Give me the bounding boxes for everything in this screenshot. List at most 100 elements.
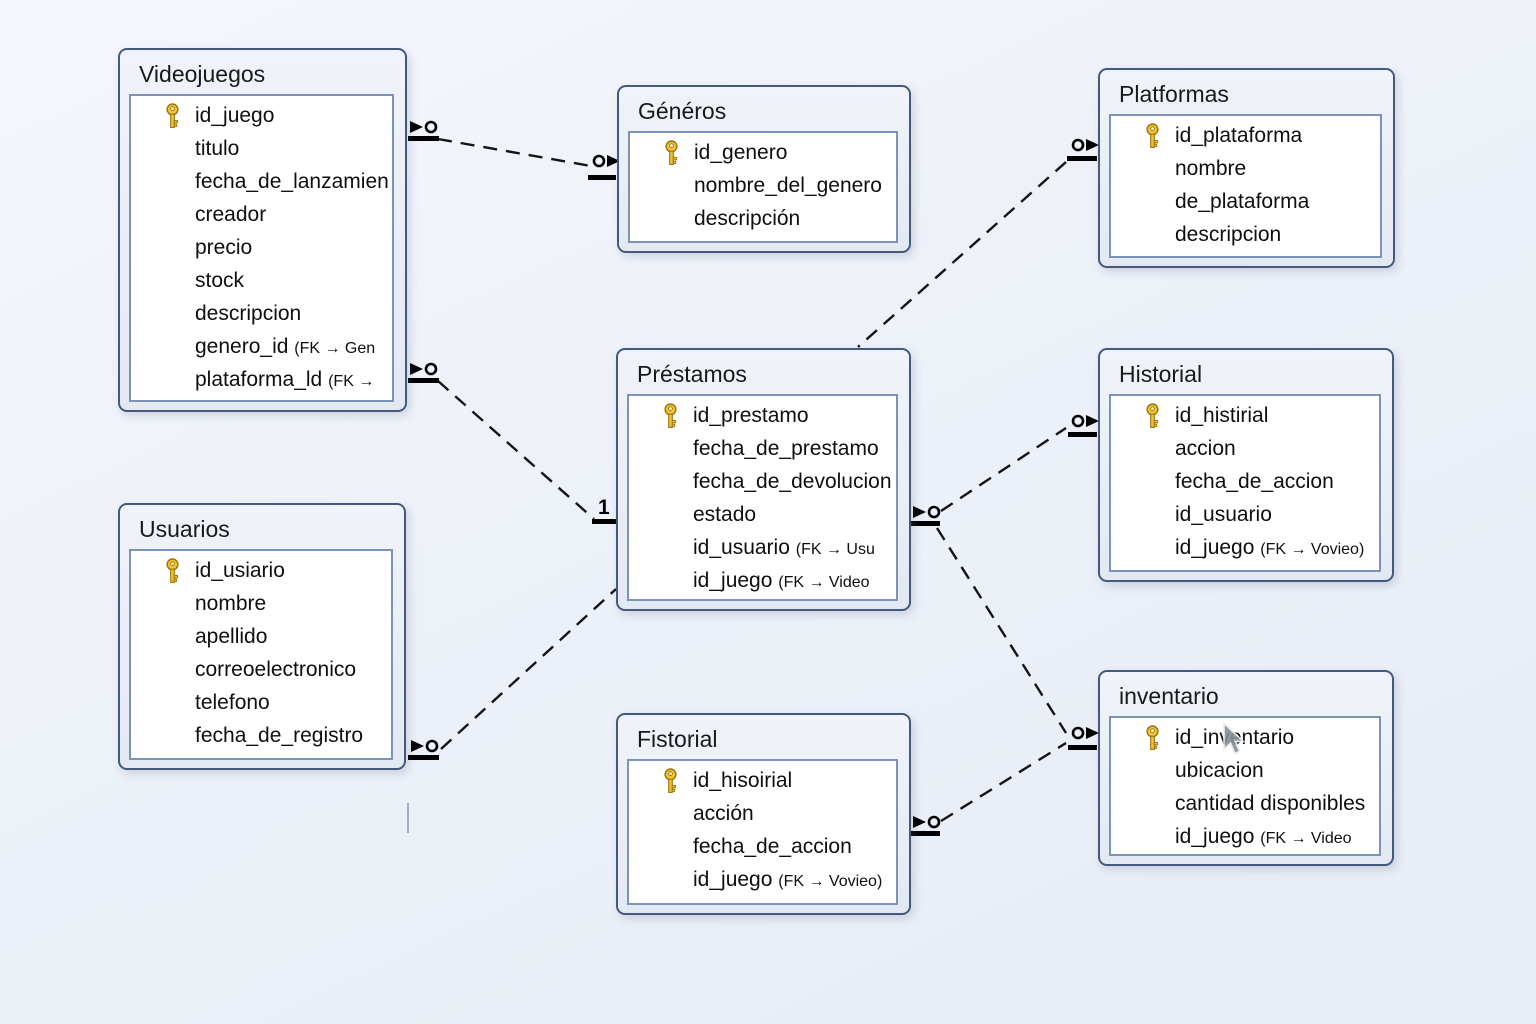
field-name: cantidad disponibles <box>1175 792 1366 815</box>
field-row[interactable]: descripcion <box>1111 218 1380 251</box>
field-row[interactable]: id_prestamo <box>629 399 896 432</box>
field-row[interactable]: fecha_de_accion <box>629 830 896 863</box>
field-row[interactable]: cantidad disponibles <box>1111 787 1379 820</box>
field-row[interactable]: nombre_del_genero <box>630 169 896 202</box>
field-name: creador <box>195 203 267 226</box>
table-title: Usuarios <box>139 516 230 542</box>
field-row[interactable]: nombre <box>1111 152 1380 185</box>
field-name: correoelectronico <box>195 658 357 681</box>
cardinality-many-marker <box>408 362 439 383</box>
field-list: id_histirial accion fecha_de_accion id_u… <box>1109 394 1381 572</box>
primary-key-icon <box>164 103 181 129</box>
table-usuarios[interactable]: Usuarios id_usiario nombre apellido corr… <box>118 503 406 770</box>
field-row[interactable]: estado <box>629 498 896 531</box>
field-row[interactable]: id_juego (FK → Video <box>1111 820 1379 853</box>
field-row[interactable]: creador <box>131 198 392 231</box>
field-row[interactable]: ubicacion <box>1111 754 1379 787</box>
primary-key-icon <box>1144 725 1161 751</box>
table-title: Historial <box>1119 361 1203 387</box>
cardinality-many-marker <box>910 505 941 526</box>
table-platformas[interactable]: Platformas id_plataforma nombre de_plata… <box>1098 68 1395 268</box>
field-name: id_genero <box>694 141 788 164</box>
field-row[interactable]: id_juego (FK → Video <box>629 564 896 597</box>
field-row[interactable]: acción <box>629 797 896 830</box>
field-row[interactable]: id_usuario (FK → Usu <box>629 531 896 564</box>
field-row[interactable]: stock <box>131 264 392 297</box>
field-name: acción <box>693 802 754 825</box>
cardinality-many-marker <box>910 815 941 836</box>
field-row[interactable]: descripcion <box>131 297 392 330</box>
table-title: inventario <box>1119 683 1219 709</box>
fk-annotation: (FK → Gen <box>294 340 376 357</box>
relationship-line-videojuegos-prestamos[interactable] <box>437 380 595 520</box>
relationship-line-videojuegos-generos[interactable] <box>437 137 592 168</box>
field-row[interactable]: id_inventario <box>1111 721 1379 754</box>
field-name: apellido <box>195 625 268 648</box>
primary-key-icon <box>662 768 679 794</box>
table-historial[interactable]: Historial id_histirial accion fecha_de_a… <box>1098 348 1394 582</box>
field-name: id_inventario <box>1175 726 1295 749</box>
fk-annotation: (FK → Vovieo) <box>1260 541 1365 558</box>
field-name: fecha_de_devolucion <box>693 470 892 493</box>
cardinality-one-marker: 1 <box>592 496 618 524</box>
table-videojuegos[interactable]: Videojuegos id_juego titulo fecha_de_lan… <box>118 48 407 412</box>
field-row[interactable]: fecha_de_accion <box>1111 465 1379 498</box>
fk-annotation: (FK → Usu <box>795 541 875 558</box>
field-row[interactable]: id_plataforma <box>1111 119 1380 152</box>
relationship-line-usuarios-prestamos[interactable] <box>440 588 617 750</box>
field-row[interactable]: descripción <box>630 202 896 235</box>
field-name: nombre_del_genero <box>694 174 882 197</box>
fk-annotation: (FK → <box>328 373 375 390</box>
fk-annotation: (FK → Video <box>778 574 870 591</box>
field-name: fecha_de_accion <box>1175 470 1334 493</box>
table-fistorial[interactable]: Fistorial id_hisoirial acción fecha_de_a… <box>616 713 911 915</box>
field-row[interactable]: nombre <box>131 587 391 620</box>
field-name: id_usiario <box>195 559 285 582</box>
cardinality-many-marker <box>408 739 439 760</box>
field-name: stock <box>195 269 245 292</box>
field-row[interactable]: apellido <box>131 620 391 653</box>
field-row[interactable]: correoelectronico <box>131 653 391 686</box>
field-row[interactable]: id_hisoirial <box>629 764 896 797</box>
field-list: id_juego titulo fecha_de_lanzamien cread… <box>129 94 394 402</box>
relationship-line-prestamos-historial[interactable] <box>940 427 1067 512</box>
table-generos[interactable]: Généros id_genero nombre_del_genero desc… <box>617 85 911 253</box>
field-list: id_plataforma nombre de_plataforma descr… <box>1109 114 1382 258</box>
field-name: descripción <box>694 207 801 230</box>
field-row[interactable]: id_juego <box>131 99 392 132</box>
table-inventario[interactable]: inventario id_inventario ubicacion canti… <box>1098 670 1394 866</box>
field-row[interactable]: plataforma_ld (FK → <box>131 363 392 396</box>
field-row[interactable]: fecha_de_lanzamien <box>131 165 392 198</box>
relationship-line-fistorial-inventario[interactable] <box>940 741 1067 823</box>
field-name: precio <box>195 236 253 259</box>
table-prestamos[interactable]: Préstamos id_prestamo fecha_de_prestamo … <box>616 348 911 611</box>
field-row[interactable]: fecha_de_prestamo <box>629 432 896 465</box>
field-row[interactable]: id_juego (FK → Vovieo) <box>1111 531 1379 564</box>
field-row[interactable]: accion <box>1111 432 1379 465</box>
field-name: id_hisoirial <box>693 769 793 792</box>
field-row[interactable]: de_plataforma <box>1111 185 1380 218</box>
field-row[interactable]: precio <box>131 231 392 264</box>
field-name: fecha_de_accion <box>693 835 852 858</box>
field-row[interactable]: id_usiario <box>131 554 391 587</box>
relationship-line-prestamos-inventario[interactable] <box>935 527 1068 734</box>
cardinality-many-marker <box>1068 414 1099 437</box>
table-title: Fistorial <box>637 726 718 752</box>
field-row[interactable]: titulo <box>131 132 392 165</box>
field-list: id_inventario ubicacion cantidad disponi… <box>1109 716 1381 856</box>
field-row[interactable]: id_histirial <box>1111 399 1379 432</box>
field-name: id_prestamo <box>693 404 809 427</box>
cardinality-one-label: 1 <box>598 496 610 519</box>
field-row[interactable]: genero_id (FK → Gen <box>131 330 392 363</box>
field-row[interactable]: telefono <box>131 686 391 719</box>
field-row[interactable]: id_usuario <box>1111 498 1379 531</box>
field-row[interactable]: fecha_de_devolucion <box>629 465 896 498</box>
field-row[interactable]: id_juego (FK → Vovieo) <box>629 863 896 896</box>
cardinality-many-marker <box>1068 726 1099 750</box>
table-title: Préstamos <box>637 361 747 387</box>
field-name: nombre <box>1175 157 1247 180</box>
field-name: nombre <box>195 592 267 615</box>
field-row[interactable]: fecha_de_registro <box>131 719 391 752</box>
field-row[interactable]: id_genero <box>630 136 896 169</box>
fk-annotation: (FK → Video <box>1260 830 1352 847</box>
